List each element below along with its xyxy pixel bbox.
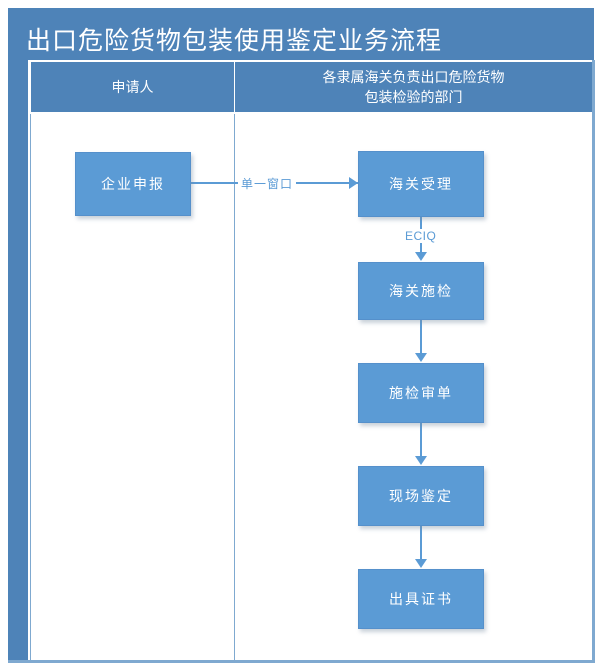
node-customs-inspection-label: 海关施检 [389, 283, 453, 299]
connector-c1-label: 单一窗口 [238, 175, 297, 192]
node-issue-certificate[interactable]: 出具证书 [358, 569, 484, 629]
node-inspection-document-review-label: 施检审单 [389, 385, 453, 401]
lane-header-customs-line1: 各隶属海关负责出口危险货物 [322, 69, 505, 85]
connector-c3-line [420, 320, 422, 355]
title-bar: 出口危险货物包装使用鉴定业务流程 [8, 8, 594, 60]
node-onsite-appraisal[interactable]: 现场鉴定 [358, 466, 484, 526]
node-customs-acceptance-label: 海关受理 [389, 176, 453, 192]
connector-c5-arrowhead [415, 559, 427, 568]
lane-header-applicant: 申请人 [30, 62, 234, 112]
diagram-title: 出口危险货物包装使用鉴定业务流程 [26, 27, 443, 55]
frame-bottom-line [8, 660, 595, 663]
frame-right-line [592, 60, 595, 663]
lane-header-customs: 各隶属海关负责出口危险货物 包装检验的部门 [234, 62, 592, 112]
node-issue-certificate-label: 出具证书 [389, 591, 453, 607]
node-enterprise-declaration-label: 企业申报 [101, 176, 165, 192]
node-customs-acceptance[interactable]: 海关受理 [358, 151, 484, 217]
connector-c2-arrowhead [415, 252, 427, 261]
connector-c4-line [420, 423, 422, 458]
node-onsite-appraisal-label: 现场鉴定 [389, 488, 453, 504]
frame-left-band [8, 60, 28, 660]
node-customs-inspection[interactable]: 海关施检 [358, 262, 484, 320]
connector-c3-arrowhead [415, 353, 427, 362]
node-enterprise-declaration[interactable]: 企业申报 [75, 152, 191, 216]
connector-c1-arrowhead [349, 177, 358, 189]
lane-header-customs-label: 各隶属海关负责出口危险货物 包装检验的部门 [323, 67, 505, 107]
connector-c5-line [420, 526, 422, 561]
connector-c2-label: ECIQ [402, 229, 440, 243]
lane-header-applicant-label: 申请人 [111, 79, 154, 95]
connector-c4-arrowhead [415, 456, 427, 465]
node-inspection-document-review[interactable]: 施检审单 [358, 363, 484, 423]
lane-header-customs-line2: 包装检验的部门 [364, 89, 463, 105]
